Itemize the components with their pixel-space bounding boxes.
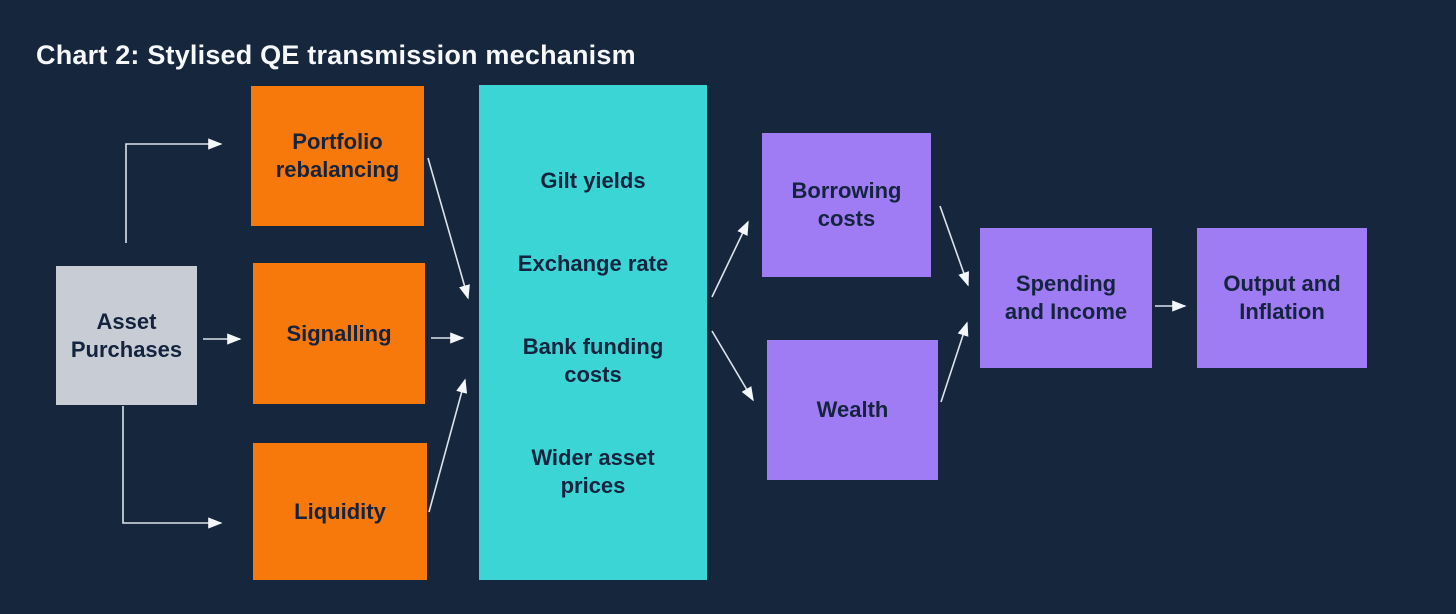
node-transmission-channels: Gilt yields Exchange rate Bank funding c… <box>479 85 707 580</box>
node-label: Portfolio rebalancing <box>275 129 400 182</box>
node-label: Liquidity <box>294 498 386 524</box>
arrow-borrowing-to-spending <box>939 205 970 287</box>
arrow-wealth-to-spending <box>940 321 969 403</box>
channel-exchange-rate: Exchange rate <box>517 251 669 276</box>
channel-gilt-yields: Gilt yields <box>540 168 646 193</box>
node-output-and-inflation: Output and Inflation <box>1197 228 1367 368</box>
channel-wider-asset-prices: Wider asset prices <box>531 445 655 498</box>
arrow-channels-to-wealth <box>711 330 754 402</box>
node-label: Spending and Income <box>1004 271 1128 324</box>
node-signalling: Signalling <box>253 263 425 404</box>
channel-bank-funding-costs: Bank funding costs <box>522 334 664 387</box>
arrow-liquidity-to-channels <box>428 378 468 513</box>
node-asset-purchases: Asset Purchases <box>56 266 197 405</box>
chart-title: Chart 2: Stylised QE transmission mechan… <box>36 40 636 70</box>
node-label: Signalling <box>286 320 392 346</box>
node-liquidity: Liquidity <box>253 443 427 580</box>
arrow-channels-to-borrowing <box>711 220 749 298</box>
node-wealth: Wealth <box>767 340 938 480</box>
node-borrowing-costs: Borrowing costs <box>762 133 931 277</box>
node-label: Wealth <box>816 397 889 422</box>
arrow-asset-to-liquidity <box>122 406 223 529</box>
node-label: Output and Inflation <box>1223 271 1341 324</box>
arrow-asset-to-portfolio <box>125 138 223 243</box>
arrow-portfolio-to-channels <box>427 157 470 300</box>
node-spending-and-income: Spending and Income <box>980 228 1152 368</box>
node-label: Borrowing costs <box>791 178 902 231</box>
node-portfolio-rebalancing: Portfolio rebalancing <box>251 86 424 226</box>
node-label: Asset Purchases <box>70 308 183 362</box>
